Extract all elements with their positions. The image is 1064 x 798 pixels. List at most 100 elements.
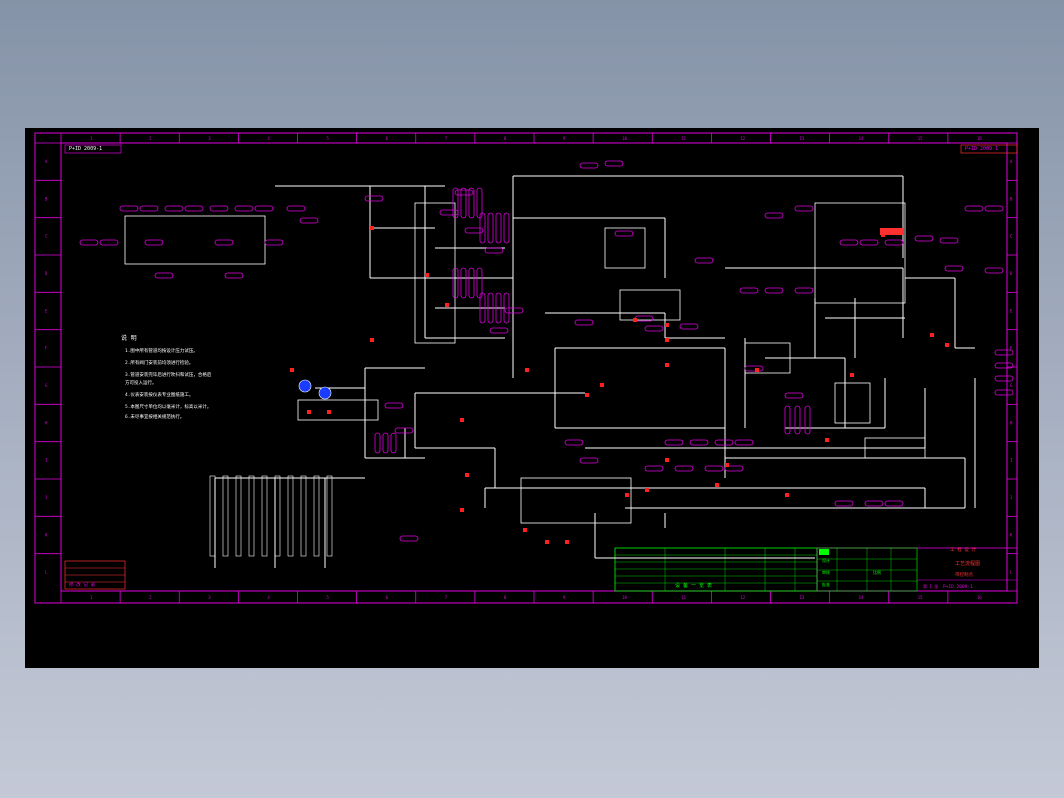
top-right-box: [960, 144, 1018, 154]
instrument-tag-vertical: [468, 187, 475, 219]
title-block-subtitle: 带控制点: [955, 571, 973, 578]
zone-label-top: 9: [563, 136, 566, 141]
zone-label-left: L: [45, 570, 48, 575]
instrument-tag: [234, 205, 254, 212]
instrument-tag: [299, 217, 319, 224]
instrument-tag: [264, 239, 284, 246]
valve-mark: [625, 493, 629, 497]
panel-column: [300, 475, 307, 557]
zone-label-top: 4: [267, 136, 270, 141]
zone-label-left: K: [45, 532, 48, 537]
panel-column: [235, 475, 242, 557]
zone-label-bottom: 8: [504, 595, 507, 600]
zone-label-right: C: [1010, 234, 1013, 239]
instrument-tags: [79, 160, 1014, 542]
equipment-box: [604, 227, 646, 269]
instrument-tag: [394, 427, 414, 434]
company-logo: [819, 549, 829, 555]
instrument-tag: [859, 239, 879, 246]
legend-note-4: 方可投入运行。: [125, 379, 157, 386]
zone-label-bottom: 5: [327, 595, 330, 600]
instrument-tag: [744, 365, 764, 372]
instrument-tag-vertical: [479, 292, 486, 324]
instrument-tag: [794, 205, 814, 212]
instrument-tag: [994, 389, 1014, 396]
valve-mark: [307, 410, 311, 414]
zone-label-top: 13: [800, 136, 805, 141]
instrument-tag: [964, 205, 984, 212]
zone-label-right: B: [1010, 196, 1013, 201]
instrument-tag: [944, 265, 964, 272]
pid-drawing: 1122334455667788991010111112121313141415…: [34, 132, 1018, 604]
top-left-label: P+ID 2009-1: [69, 146, 102, 152]
zone-label-right: E: [1010, 308, 1013, 313]
zone-label-left: C: [45, 234, 48, 239]
outer-border: [34, 132, 1018, 604]
revision-table-label: 修 改 记 录: [69, 581, 96, 588]
legend-note-6: 5.本图尺寸单位均以毫米计，标高以米计。: [125, 403, 211, 410]
zone-label-left: H: [45, 420, 48, 425]
instrument-tag: [694, 257, 714, 264]
equipment-box: [834, 382, 871, 424]
instrument-tag-vertical: [390, 432, 397, 454]
instrument-tag: [644, 465, 664, 472]
zone-label-top: 10: [622, 136, 627, 141]
instrument-tag: [724, 465, 744, 472]
top-left-box: [64, 144, 122, 154]
equipment-box: [414, 202, 456, 344]
instrument-tag-vertical: [794, 405, 801, 435]
zone-label-right: A: [1010, 159, 1013, 164]
zone-label-left: E: [45, 308, 48, 313]
pump-icon: [298, 379, 312, 393]
instrument-tag: [644, 325, 664, 332]
instrument-tag: [614, 230, 634, 237]
instrument-tag-vertical: [452, 187, 459, 219]
equipment-table-label: 设 备 一 览 表: [675, 582, 712, 589]
instrument-tag: [209, 205, 229, 212]
valve-mark: [755, 368, 759, 372]
zone-label-left: F: [45, 346, 48, 351]
instrument-tag: [286, 205, 306, 212]
text-labels: P+ID 2009-1 P+ID 2009-1 说 明 1.图中所有管道均按设计…: [69, 146, 998, 590]
zone-label-bottom: 14: [859, 595, 864, 600]
instrument-tag: [794, 287, 814, 294]
instrument-tag-vertical: [452, 267, 459, 299]
instrument-tag: [714, 439, 734, 446]
panel-column: [209, 475, 216, 557]
drawing-frame: 1122334455667788991010111112121313141415…: [34, 132, 1018, 604]
zone-label-top: 7: [445, 136, 448, 141]
zone-label-bottom: 6: [386, 595, 389, 600]
instrument-tag-vertical: [468, 267, 475, 299]
panel-column: [248, 475, 255, 557]
valve-mark: [523, 528, 527, 532]
title-block-sheet: 第 1 张: [923, 583, 938, 589]
instrument-tag: [139, 205, 159, 212]
valve-mark: [425, 273, 429, 277]
instrument-tag: [994, 362, 1014, 369]
instrument-tag-vertical: [495, 292, 502, 324]
instrument-tag: [384, 402, 404, 409]
instrument-tag-vertical: [487, 212, 494, 244]
zone-label-top: 11: [681, 136, 686, 141]
valve-mark: [715, 483, 719, 487]
panel-column: [274, 475, 281, 557]
zone-label-bottom: 15: [918, 595, 923, 600]
instrument-tag: [579, 457, 599, 464]
panel-column: [287, 475, 294, 557]
valve-mark: [725, 463, 729, 467]
equipment-box: [619, 289, 681, 321]
zone-label-top: 1: [90, 136, 93, 141]
valve-mark: [785, 493, 789, 497]
instrument-tag-vertical: [476, 187, 483, 219]
instrument-tag: [704, 465, 724, 472]
valve-mark: [585, 393, 589, 397]
top-right-label: P+ID 2009-1: [965, 146, 998, 152]
instrument-tag: [119, 205, 139, 212]
zone-label-bottom: 1: [90, 595, 93, 600]
zone-label-bottom: 3: [208, 595, 211, 600]
valve-mark: [290, 368, 294, 372]
instrument-tag: [79, 239, 99, 246]
instrument-tag: [664, 439, 684, 446]
instrument-tag: [994, 375, 1014, 382]
